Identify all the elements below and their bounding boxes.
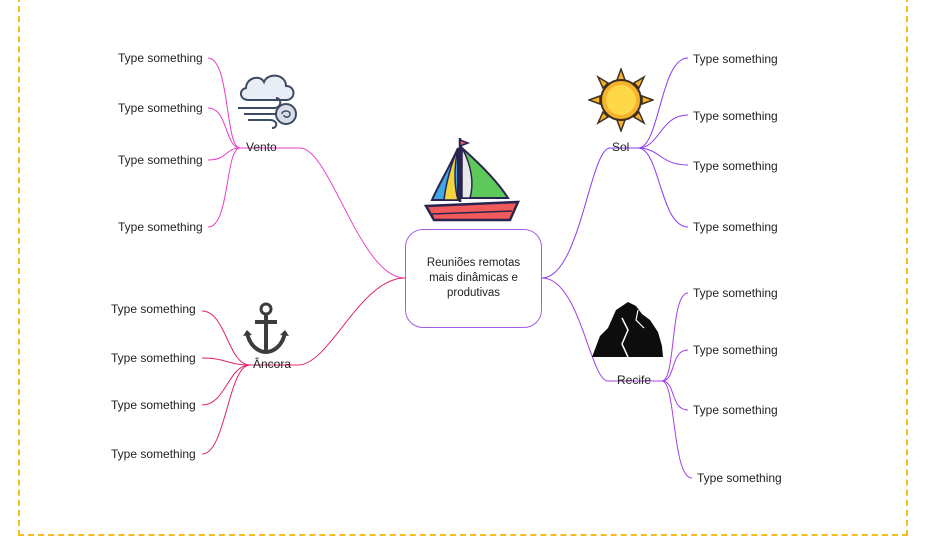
recife-item-2[interactable]: Type something (693, 343, 778, 357)
connector-sol-item-1 (637, 57, 689, 149)
branch-vento-label[interactable]: Vento (246, 140, 277, 154)
connector-ancora-item-4 (201, 364, 251, 455)
recife-item-1[interactable]: Type something (693, 286, 778, 300)
sol-item-1[interactable]: Type something (693, 52, 778, 66)
connector-sol-item-4 (637, 147, 689, 228)
sol-item-4[interactable]: Type something (693, 220, 778, 234)
connector-vento-item-1 (207, 57, 241, 149)
branch-ancora-label[interactable]: Âncora (253, 357, 292, 371)
sol-item-3[interactable]: Type something (693, 159, 778, 173)
connector-center-ancora (297, 277, 406, 366)
connector-center-sol (541, 147, 611, 279)
sol-item-2[interactable]: Type something (693, 109, 778, 123)
connector-sol-item-3 (637, 147, 689, 166)
connector-vento-item-2 (207, 107, 241, 149)
vento-item-3[interactable]: Type something (118, 153, 203, 167)
sun-icon (588, 68, 654, 132)
vento-item-2[interactable]: Type something (118, 101, 203, 115)
center-topic[interactable]: Reuniões remotas mais dinâmicas e produt… (405, 229, 542, 328)
anchor-icon (243, 302, 289, 355)
connector-recife-item-3 (661, 380, 689, 411)
ancora-item-1[interactable]: Type something (111, 302, 196, 316)
dashed-frame (18, 0, 908, 536)
center-topic-text: Reuniões remotas mais dinâmicas e produt… (426, 257, 521, 299)
connector-center-recife (541, 277, 609, 382)
connector-sol-item-2 (637, 114, 689, 149)
connector-ancora-item-1 (201, 310, 251, 366)
ancora-item-4[interactable]: Type something (111, 447, 196, 461)
connector-vento-item-3 (207, 147, 241, 161)
connector-ancora-item-2 (201, 357, 251, 366)
connector-recife-item-2 (661, 349, 689, 382)
recife-item-3[interactable]: Type something (693, 403, 778, 417)
ancora-item-2[interactable]: Type something (111, 351, 196, 365)
connector-recife-item-1 (661, 292, 689, 382)
recife-item-4[interactable]: Type something (697, 471, 782, 485)
branch-recife-label[interactable]: Recife (617, 373, 652, 387)
sailboat-icon (424, 138, 520, 222)
rock-icon (592, 302, 663, 358)
vento-item-4[interactable]: Type something (118, 220, 203, 234)
ancora-item-3[interactable]: Type something (111, 398, 196, 412)
vento-item-1[interactable]: Type something (118, 51, 203, 65)
connector-recife-item-4 (661, 380, 693, 479)
connector-vento-item-4 (207, 147, 241, 228)
branch-sol-label[interactable]: Sol (612, 140, 630, 154)
wind-cloud-icon (238, 74, 297, 129)
connector-ancora-item-3 (201, 364, 251, 406)
connector-center-vento (299, 147, 406, 279)
